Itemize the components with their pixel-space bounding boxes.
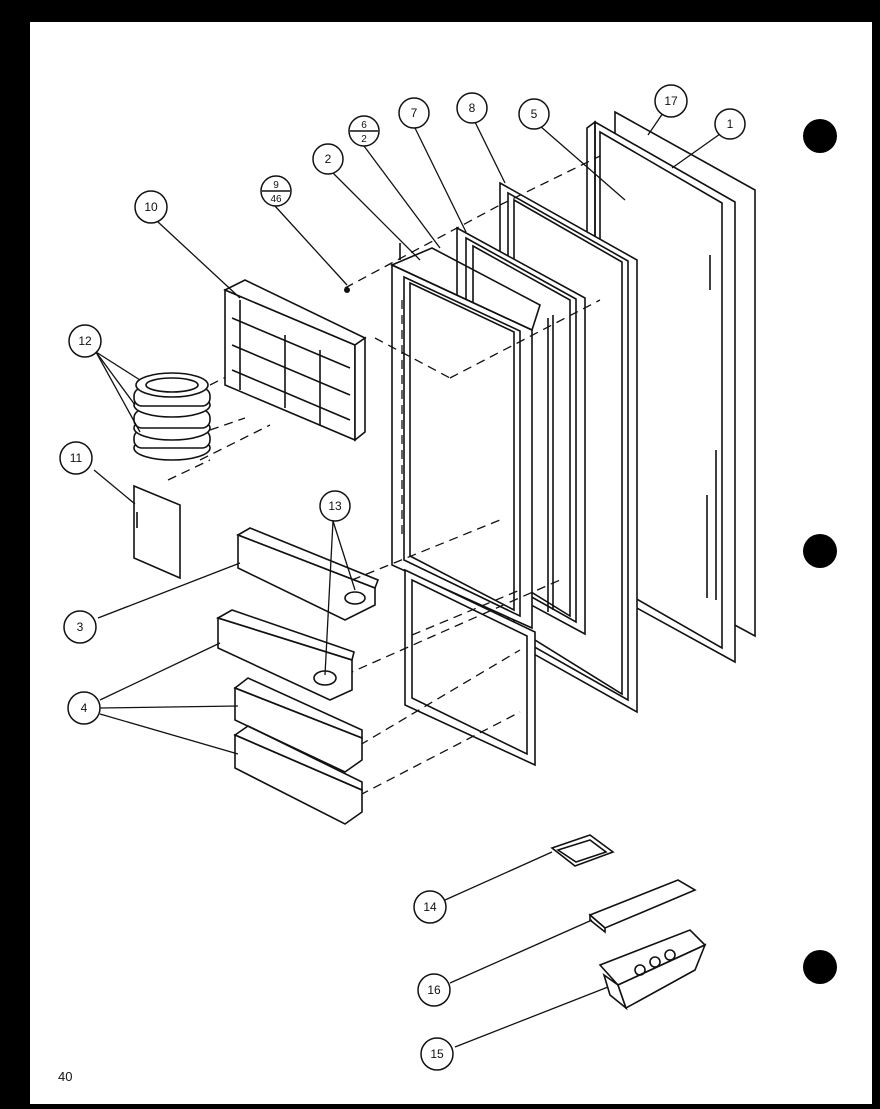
callout-1: 1 bbox=[714, 108, 746, 140]
callout-14: 14 bbox=[413, 890, 447, 924]
part-14-tray bbox=[550, 834, 615, 867]
svg-text:9: 9 bbox=[273, 180, 279, 191]
part-15-bucket bbox=[598, 929, 707, 1011]
svg-text:17: 17 bbox=[664, 94, 678, 108]
svg-text:7: 7 bbox=[411, 106, 418, 120]
callout-2: 2 bbox=[312, 143, 344, 175]
binder-hole-middle bbox=[803, 534, 837, 568]
leader-lines bbox=[93, 112, 721, 1048]
svg-text:15: 15 bbox=[430, 1047, 444, 1061]
callout-12: 12 bbox=[68, 324, 102, 358]
svg-text:12: 12 bbox=[78, 334, 92, 348]
callout-4: 4 bbox=[67, 691, 101, 725]
part-4-door-bin-top bbox=[216, 609, 355, 701]
svg-text:8: 8 bbox=[469, 101, 476, 115]
callout-10: 10 bbox=[134, 190, 168, 224]
svg-text:11: 11 bbox=[70, 451, 83, 465]
callout-11: 11 bbox=[59, 441, 93, 475]
part-4-door-bin-middle bbox=[233, 677, 363, 773]
part-10-dairy-compartment bbox=[223, 279, 367, 442]
callout-17: 17 bbox=[654, 84, 688, 118]
callout-16: 16 bbox=[417, 973, 451, 1007]
part-2-door-liner bbox=[390, 243, 541, 767]
assembly-lines bbox=[167, 155, 601, 796]
svg-text:1: 1 bbox=[727, 117, 734, 131]
svg-text:6: 6 bbox=[361, 120, 367, 131]
svg-text:14: 14 bbox=[423, 900, 437, 914]
callout-15: 15 bbox=[420, 1037, 454, 1071]
svg-text:16: 16 bbox=[427, 983, 441, 997]
binder-hole-top bbox=[803, 119, 837, 153]
svg-text:3: 3 bbox=[77, 620, 84, 634]
callout-7: 7 bbox=[398, 97, 430, 129]
svg-text:2: 2 bbox=[325, 152, 332, 166]
part-4-door-bin-bottom bbox=[233, 725, 363, 825]
part-11-dairy-door bbox=[133, 484, 181, 580]
callout-6: 6 2 bbox=[348, 115, 380, 147]
svg-text:5: 5 bbox=[531, 107, 538, 121]
part-3-door-shelf bbox=[236, 527, 380, 621]
page-number: 40 bbox=[58, 1069, 73, 1084]
svg-text:13: 13 bbox=[328, 499, 342, 513]
callout-5: 5 bbox=[518, 98, 550, 130]
svg-text:2: 2 bbox=[361, 134, 367, 145]
part-9-screw bbox=[344, 287, 350, 293]
callout-13: 13 bbox=[319, 490, 351, 522]
part-16-cover bbox=[588, 879, 697, 934]
callout-8: 8 bbox=[456, 92, 488, 124]
callout-9: 9 46 bbox=[260, 175, 292, 207]
part-12-containers bbox=[133, 372, 211, 461]
svg-text:10: 10 bbox=[144, 200, 158, 214]
callout-3: 3 bbox=[63, 610, 97, 644]
svg-text:46: 46 bbox=[270, 194, 282, 205]
binder-hole-bottom bbox=[803, 950, 837, 984]
svg-text:4: 4 bbox=[81, 701, 88, 715]
